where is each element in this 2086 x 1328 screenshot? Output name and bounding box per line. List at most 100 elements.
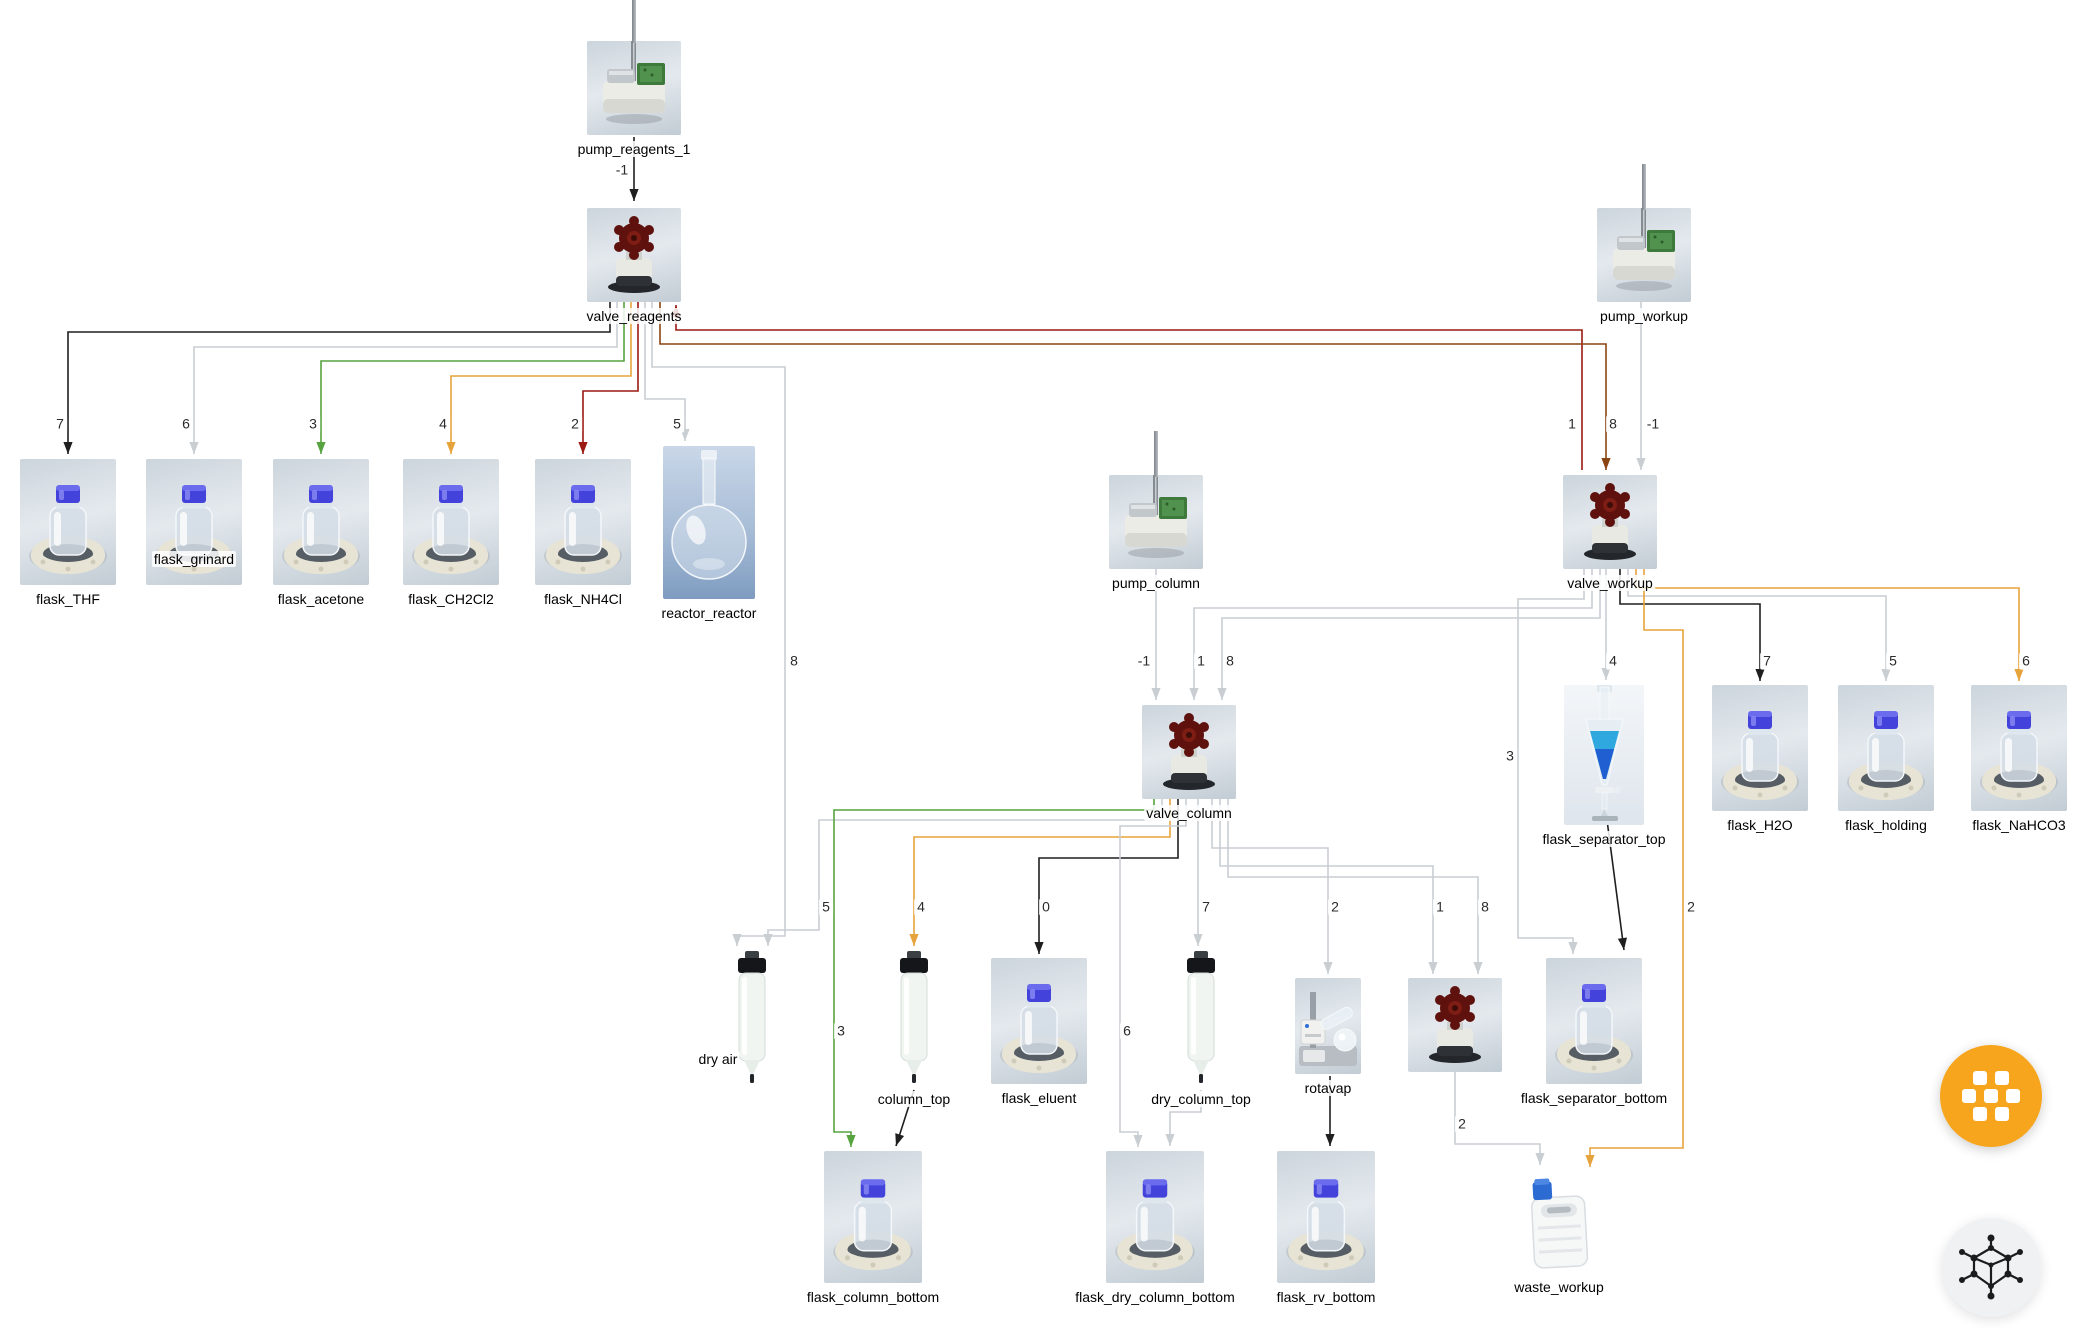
edge xyxy=(651,302,786,946)
node-waste_workup[interactable]: waste_workup xyxy=(1512,1171,1606,1296)
node-label: flask_column_bottom xyxy=(804,1289,942,1306)
node-label: column_top xyxy=(875,1091,953,1108)
node-label: flask_holding xyxy=(1843,817,1929,834)
node-valve_unlabeled[interactable] xyxy=(1408,978,1502,1072)
node-label: flask_CH2Cl2 xyxy=(406,591,496,608)
valve-icon xyxy=(1563,475,1657,569)
flask-icon xyxy=(273,459,369,585)
node-dry_air[interactable]: dry air xyxy=(696,951,779,1085)
node-flask_dry_column_bottom[interactable]: flask_dry_column_bottom xyxy=(1073,1151,1237,1306)
node-flask_grinard[interactable]: flask_grinard xyxy=(146,459,242,585)
node-label: flask_separator_bottom xyxy=(1518,1090,1670,1107)
edge xyxy=(1034,798,1179,954)
node-label: valve_reagents xyxy=(584,308,684,325)
edge xyxy=(1211,798,1333,974)
flask-icon xyxy=(20,459,116,585)
pump-rod xyxy=(1154,431,1158,477)
node-flask_acetone[interactable]: flask_acetone xyxy=(273,459,369,608)
apps-grid-button[interactable] xyxy=(1940,1045,2042,1147)
node-flask_holding[interactable]: flask_holding xyxy=(1838,685,1934,834)
valve-icon xyxy=(587,208,681,302)
reactor-icon xyxy=(663,446,755,599)
node-flask_separator_bottom[interactable]: flask_separator_bottom xyxy=(1518,958,1670,1107)
pump-rod xyxy=(632,0,636,43)
node-label: flask_separator_top xyxy=(1540,831,1668,848)
separator-icon xyxy=(1564,685,1644,825)
node-pump_workup[interactable]: pump_workup xyxy=(1597,164,1691,325)
pump-icon xyxy=(1109,475,1203,569)
node-flask_separator_top[interactable]: flask_separator_top xyxy=(1540,685,1668,848)
edge xyxy=(316,302,625,454)
ai-assistant-button[interactable] xyxy=(1942,1218,2041,1317)
node-flask_THF[interactable]: flask_THF xyxy=(20,459,116,608)
node-flask_eluent[interactable]: flask_eluent xyxy=(991,958,1087,1107)
node-label: flask_eluent xyxy=(999,1090,1079,1107)
node-label: pump_column xyxy=(1110,575,1202,592)
node-label: rotavap xyxy=(1302,1080,1354,1097)
column-icon xyxy=(887,951,941,1085)
node-flask_column_bottom[interactable]: flask_column_bottom xyxy=(804,1151,942,1306)
edge xyxy=(1217,569,1601,700)
edge xyxy=(189,302,618,454)
node-flask_rv_bottom[interactable]: flask_rv_bottom xyxy=(1274,1151,1378,1306)
apps-grid-icon xyxy=(1962,1071,2020,1121)
node-flask_NaHCO3[interactable]: flask_NaHCO3 xyxy=(1970,685,2068,834)
node-valve_column[interactable]: valve_column xyxy=(1142,705,1236,822)
node-rotavap[interactable]: rotavap xyxy=(1295,978,1361,1097)
node-label: flask_acetone xyxy=(275,591,367,608)
edge xyxy=(578,302,639,454)
node-pump_column[interactable]: pump_column xyxy=(1109,431,1203,592)
node-valve_reagents[interactable]: valve_reagents xyxy=(584,208,684,325)
valve-icon xyxy=(1408,978,1502,1072)
edge xyxy=(1454,1072,1545,1165)
flask-icon xyxy=(824,1151,922,1283)
valve-icon xyxy=(1142,705,1236,799)
pump-rod xyxy=(1642,164,1646,210)
node-flask_NH4Cl[interactable]: flask_NH4Cl xyxy=(535,459,631,608)
node-flask_H2O[interactable]: flask_H2O xyxy=(1712,685,1808,834)
node-label: dry_column_top xyxy=(1149,1091,1253,1108)
flask-icon xyxy=(1106,1151,1204,1283)
node-dry_column_top[interactable]: dry_column_top xyxy=(1149,951,1253,1108)
node-valve_workup[interactable]: valve_workup xyxy=(1563,475,1657,592)
edge xyxy=(1119,798,1187,1147)
flask-icon xyxy=(1712,685,1808,811)
node-flask_CH2Cl2[interactable]: flask_CH2Cl2 xyxy=(403,459,499,608)
node-label: flask_NaHCO3 xyxy=(1970,817,2068,834)
node-label: flask_H2O xyxy=(1725,817,1795,834)
node-reactor_reactor[interactable]: reactor_reactor xyxy=(659,446,759,622)
node-label: pump_reagents_1 xyxy=(575,141,693,158)
node-label: reactor_reactor xyxy=(659,605,759,622)
node-label: flask_THF xyxy=(34,591,102,608)
pump-icon xyxy=(587,41,681,135)
flask-icon xyxy=(1546,958,1642,1084)
flask-icon xyxy=(1971,685,2067,811)
flask-icon xyxy=(1277,1151,1375,1283)
edge xyxy=(1585,569,1684,1167)
node-label: flask_grinard xyxy=(151,551,237,568)
node-label: valve_column xyxy=(1144,805,1234,822)
flask-icon xyxy=(1838,685,1934,811)
edge xyxy=(1636,302,1646,470)
edge xyxy=(1219,798,1438,974)
ai-network-icon xyxy=(1959,1234,2023,1300)
node-label: waste_workup xyxy=(1512,1279,1606,1296)
node-label: pump_workup xyxy=(1598,308,1690,325)
waste-icon xyxy=(1524,1171,1594,1273)
node-label: flask_rv_bottom xyxy=(1274,1289,1378,1306)
node-pump_reagents_1[interactable]: pump_reagents_1 xyxy=(575,0,693,158)
edge xyxy=(446,302,632,454)
edge xyxy=(1517,569,1585,954)
edge xyxy=(1193,798,1203,946)
node-label: flask_NH4Cl xyxy=(542,591,624,608)
rotavap-icon xyxy=(1295,978,1361,1074)
node-column_top[interactable]: column_top xyxy=(875,951,953,1108)
node-label: valve_workup xyxy=(1565,575,1655,592)
column-icon xyxy=(1174,951,1228,1085)
pump-icon xyxy=(1597,208,1691,302)
node-label: flask_dry_column_bottom xyxy=(1073,1289,1237,1306)
flask-icon xyxy=(403,459,499,585)
column-icon xyxy=(725,951,779,1085)
